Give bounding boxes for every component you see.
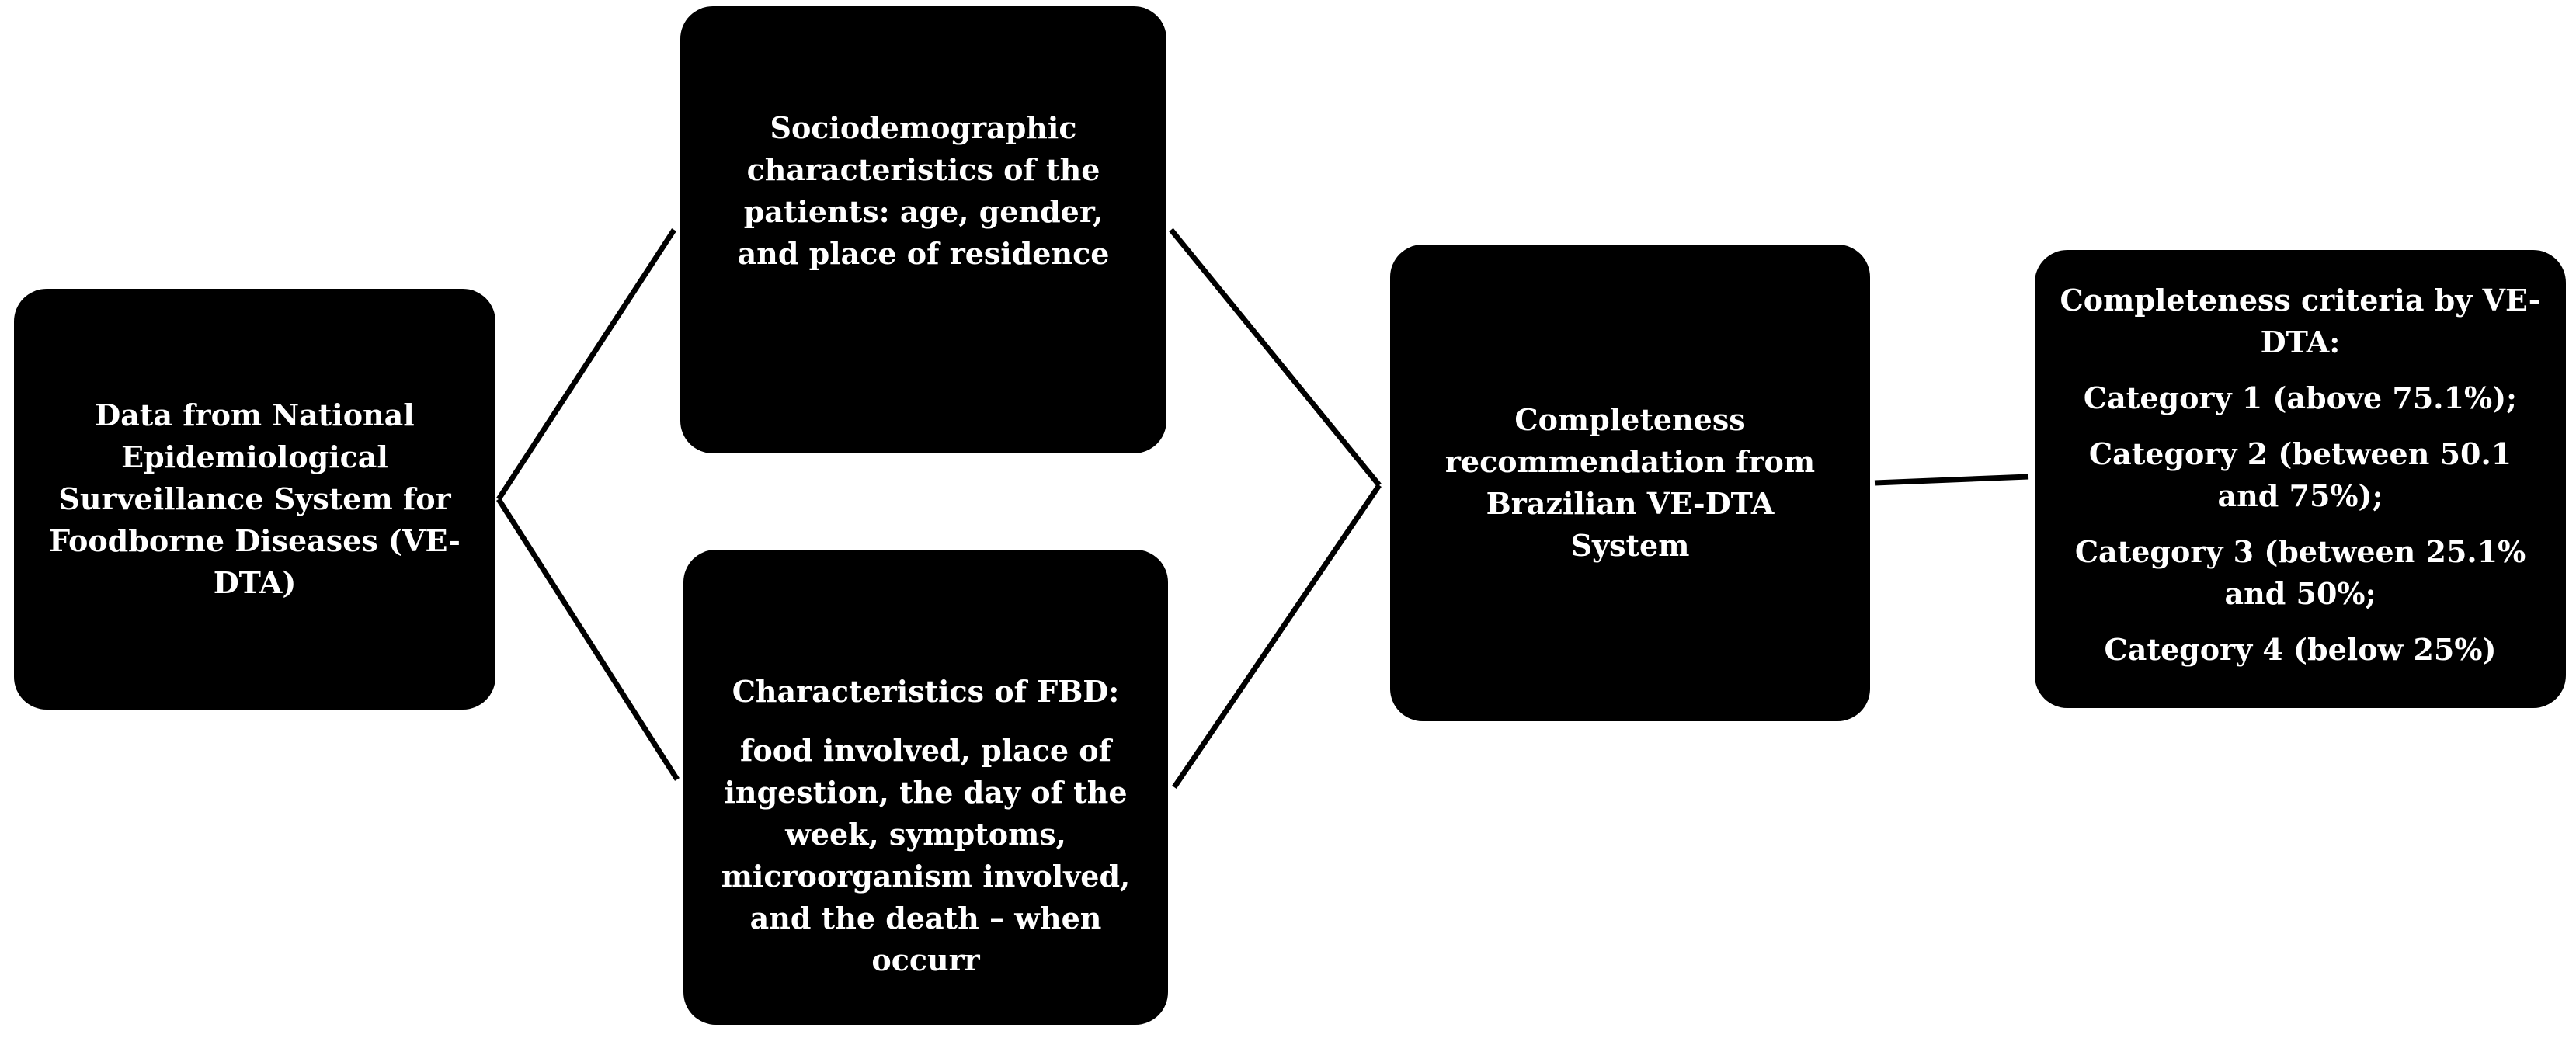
connector-recommend-to-criteria <box>1874 474 2029 486</box>
criteria-category-4: Category 4 (below 25%) <box>2104 632 2497 667</box>
connector-fbd-to-recommend <box>1172 484 1382 789</box>
connector-socio-to-recommend <box>1169 227 1382 488</box>
source-data-text: Data from National Epidemiological Surve… <box>49 397 461 600</box>
criteria-category-3: Category 3 (between 25.1% and 50%; <box>2074 534 2526 611</box>
recommendation-text: Completeness recommendation from Brazili… <box>1444 402 1816 563</box>
source-data-box: Data from National Epidemiological Surve… <box>14 289 495 710</box>
recommendation-box: Completeness recommendation from Brazili… <box>1390 245 1870 721</box>
connector-source-to-fbd <box>496 498 680 781</box>
fbd-body: food involved, place of ingestion, the d… <box>721 733 1131 977</box>
connector-source-to-socio <box>496 228 676 501</box>
fbd-heading: Characteristics of FBD: <box>732 674 1120 709</box>
sociodemographic-text: Sociodemographic characteristics of the … <box>737 110 1110 271</box>
criteria-box: Completeness criteria by VE-DTA: Categor… <box>2035 250 2566 708</box>
criteria-category-1: Category 1 (above 75.1%); <box>2083 380 2518 415</box>
sociodemographic-box: Sociodemographic characteristics of the … <box>680 6 1166 453</box>
criteria-heading: Completeness criteria by VE-DTA: <box>2060 283 2541 359</box>
criteria-category-2: Category 2 (between 50.1 and 75%); <box>2088 436 2512 513</box>
fbd-characteristics-box: Characteristics of FBD: food involved, p… <box>683 550 1168 1025</box>
